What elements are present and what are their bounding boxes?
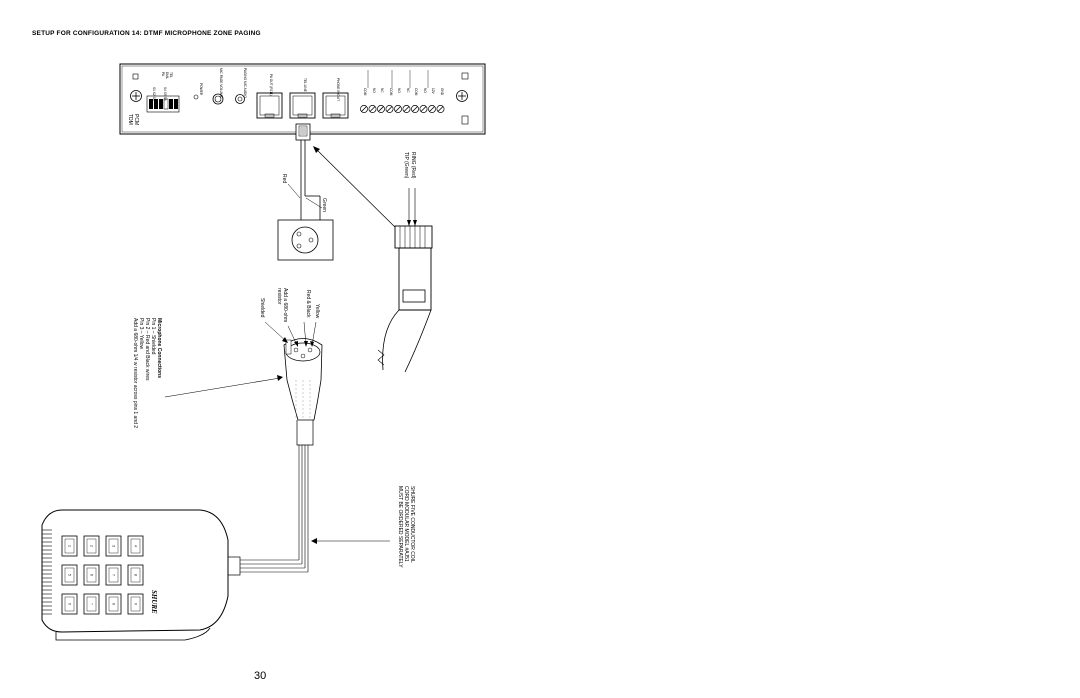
plug-label-yellow: Yellow <box>314 304 320 319</box>
module-name-line2: TDM <box>127 114 133 125</box>
dip-label: S5 <box>163 91 167 96</box>
rj-jack-pa-out[interactable] <box>256 92 283 119</box>
dip-switch-block <box>146 95 180 113</box>
modular-plug-connector <box>377 225 433 373</box>
xlr-jack-icon <box>277 219 334 261</box>
keypad-key-label: 0 <box>112 603 116 605</box>
terminal-label: NO <box>397 88 401 93</box>
keypad-key-label: 7 <box>112 574 116 576</box>
cord-note-line: MUST BE ORDERED SEPARATELY <box>397 486 403 568</box>
terminal-label: NO <box>371 88 376 93</box>
keypad-key-label: 5 <box>68 574 72 576</box>
page-number: 30 <box>254 670 267 682</box>
power-led <box>193 94 199 100</box>
plug-label-shielded: Shielded <box>259 298 265 318</box>
pa-out-label: PA OUT (RJ11) <box>269 74 273 96</box>
terminal-label: COM <box>388 88 393 96</box>
terminal-label: 12V <box>431 88 435 94</box>
keypad-key[interactable] <box>127 564 144 586</box>
keypad-key[interactable] <box>61 564 78 586</box>
keypad-key-label: # <box>134 603 138 605</box>
shure-logo: SHURE <box>150 590 158 614</box>
phone-label: PHONE IN/OUT <box>336 78 340 102</box>
keypad-key-label: 1 <box>68 545 72 547</box>
option-labels: TEL DIAL PA <box>160 72 173 79</box>
connections-title: Microphone Connections <box>156 318 162 378</box>
wire-label-green: Green <box>321 198 327 212</box>
connections-line: Add a 680-ohm 1/4 w resistor across pins… <box>132 318 138 429</box>
keypad-key[interactable] <box>83 593 100 615</box>
terminal-label: NC <box>405 88 410 93</box>
keypad-key[interactable] <box>61 535 78 557</box>
terminal-label: COM <box>363 88 367 96</box>
plug-label-resistor-line1: Add a 680-ohm <box>282 288 288 323</box>
xlr-plug-icon <box>283 338 323 446</box>
wire-label-red: Red <box>281 174 287 184</box>
rj-jack-phone[interactable] <box>322 92 349 119</box>
terminal-label: NO <box>422 88 427 93</box>
microphone-connections: Microphone Connections Pin 1 – Shielded … <box>132 318 162 428</box>
led-label: POWER <box>199 83 203 96</box>
terminal-label: COM <box>414 88 418 96</box>
volume-knob-icon[interactable] <box>212 93 224 105</box>
dip-switch-labels-2: S4 S5 S6 <box>162 87 167 101</box>
connections-line: Pin 2 – Red and Black wires <box>144 318 150 381</box>
module-name: PCM TDM <box>127 114 139 125</box>
paging-label: PAGING MIC AUDIO <box>243 68 247 98</box>
screw-icon <box>456 90 468 102</box>
dip-label: S3 <box>152 96 156 101</box>
keypad-key[interactable] <box>105 593 122 615</box>
dtmf-microphone: 1 2 3 4 5 6 7 8 9 * 0 # <box>41 509 229 641</box>
rj11-plug <box>295 123 311 141</box>
rj-jack-telco[interactable] <box>289 92 316 119</box>
keypad-key[interactable] <box>61 593 78 615</box>
keypad-key[interactable] <box>127 535 144 557</box>
keypad-key-label: 3 <box>112 545 116 547</box>
pcm-tdm-module <box>119 63 486 135</box>
wire-label-ring: RING (Red) <box>410 152 416 179</box>
screw-icon <box>130 90 142 102</box>
cord-note: SHURE FIVE CONDUCTOR COIL CORD MODULAR M… <box>397 486 415 568</box>
keypad-key-label: 4 <box>134 545 138 547</box>
plug-label-resistor: Add a 680-ohm resistor <box>276 288 288 322</box>
terminal-strip <box>360 105 445 113</box>
keypad-key-label: 6 <box>90 574 94 576</box>
dip-label: S6 <box>163 96 167 101</box>
keypad-key[interactable] <box>127 593 144 615</box>
cord-note-line: CORD MODULAR MODEL #AJ51 <box>403 486 409 562</box>
keypad: 1 2 3 4 5 6 7 8 9 * 0 # <box>61 535 144 615</box>
terminal-label: NC <box>380 88 384 93</box>
keypad-key[interactable] <box>105 564 122 586</box>
keypad-key-label: 2 <box>90 545 94 547</box>
plug-label-red-black: Red & Black <box>305 290 311 318</box>
dip-label: S4 <box>163 87 167 91</box>
keypad-key[interactable] <box>83 564 100 586</box>
telco-label: TEL LINE <box>303 78 307 92</box>
keypad-key-label: 9 <box>68 603 72 605</box>
terminal-label: GND <box>439 88 444 96</box>
dip-label: S1 <box>152 87 156 91</box>
keypad-key[interactable] <box>105 535 122 557</box>
keypad-key-label: 8 <box>134 574 138 576</box>
page-title: SETUP FOR CONFIGURATION 14: DTMF MICROPH… <box>32 30 261 37</box>
dip-label: S2 <box>152 91 156 96</box>
keypad-key[interactable] <box>83 535 100 557</box>
keypad-key-label: * <box>90 603 94 605</box>
coil-cord <box>227 445 309 576</box>
cord-note-line: SHURE FIVE CONDUCTOR COIL <box>409 486 415 563</box>
wire-label-tip: TIP (Green) <box>403 152 409 179</box>
volume-label: MIC PAGE VOLUME <box>219 68 223 98</box>
audio-jack-icon <box>235 94 245 104</box>
module-name-line1: PCM <box>133 114 139 126</box>
dip-switch-labels: S1 S2 S3 <box>151 87 156 101</box>
